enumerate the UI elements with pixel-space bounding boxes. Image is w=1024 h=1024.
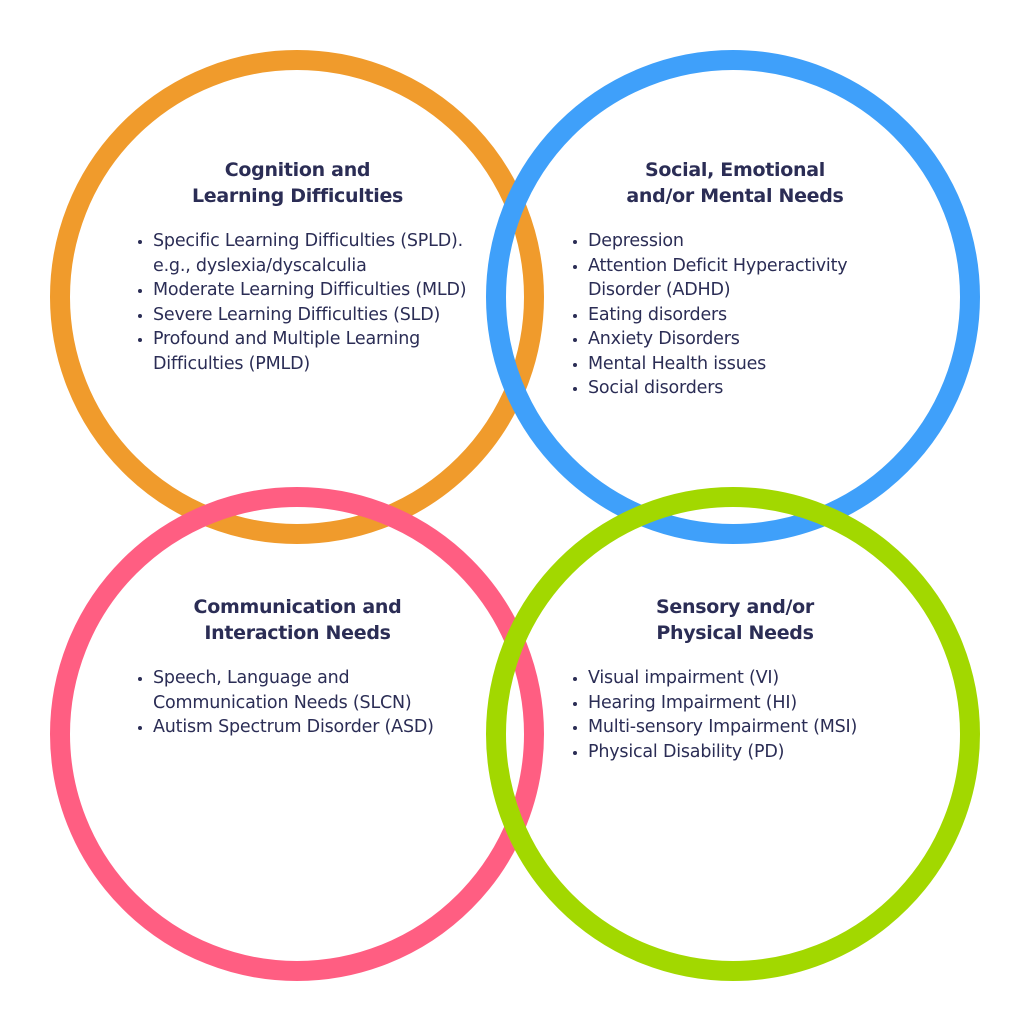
semh-section: Social, Emotional and/or Mental Needs De… bbox=[570, 157, 910, 401]
list-item: Physical Disability (PD) bbox=[588, 740, 915, 765]
list-item: Autism Spectrum Disorder (ASD) bbox=[153, 715, 475, 740]
sensory-section: Sensory and/or Physical Needs Visual imp… bbox=[570, 594, 915, 764]
green-circle bbox=[486, 487, 980, 981]
item-list: Visual impairment (VI) Hearing Impairmen… bbox=[570, 666, 915, 764]
item-list: Specific Learning Difficulties (SPLD). e… bbox=[135, 229, 475, 376]
list-item: Profound and Multiple Learning Difficult… bbox=[153, 327, 475, 376]
list-item: Visual impairment (VI) bbox=[588, 666, 915, 691]
title-line: Social, Emotional bbox=[645, 159, 825, 181]
title-line: and/or Mental Needs bbox=[626, 185, 844, 207]
list-item: Anxiety Disorders bbox=[588, 327, 910, 352]
list-item: Mental Health issues bbox=[588, 352, 910, 377]
section-title: Sensory and/or Physical Needs bbox=[570, 594, 900, 646]
list-item: Speech, Language and Communication Needs… bbox=[153, 666, 475, 715]
pink-circle bbox=[50, 487, 544, 981]
list-item: Severe Learning Difficulties (SLD) bbox=[153, 303, 475, 328]
list-item: Depression bbox=[588, 229, 910, 254]
list-item: Hearing Impairment (HI) bbox=[588, 691, 915, 716]
title-line: Sensory and/or bbox=[656, 596, 814, 618]
section-title: Social, Emotional and/or Mental Needs bbox=[570, 157, 900, 209]
title-line: Cognition and bbox=[224, 159, 371, 181]
title-line: Interaction Needs bbox=[204, 622, 391, 644]
list-item: Moderate Learning Difficulties (MLD) bbox=[153, 278, 475, 303]
item-list: Speech, Language and Communication Needs… bbox=[135, 666, 475, 740]
cognition-section: Cognition and Learning Difficulties Spec… bbox=[135, 157, 475, 376]
title-line: Communication and bbox=[193, 596, 402, 618]
section-title: Communication and Interaction Needs bbox=[135, 594, 460, 646]
item-list: Depression Attention Deficit Hyperactivi… bbox=[570, 229, 910, 401]
section-title: Cognition and Learning Difficulties bbox=[135, 157, 460, 209]
list-item: Specific Learning Difficulties (SPLD). e… bbox=[153, 229, 475, 278]
communication-section: Communication and Interaction Needs Spee… bbox=[135, 594, 475, 740]
title-line: Learning Difficulties bbox=[191, 185, 404, 207]
blue-circle bbox=[486, 50, 980, 544]
list-item: Social disorders bbox=[588, 376, 910, 401]
orange-circle bbox=[50, 50, 544, 544]
title-line: Physical Needs bbox=[656, 622, 814, 644]
list-item: Attention Deficit Hyperactivity Disorder… bbox=[588, 254, 910, 303]
list-item: Multi-sensory Impairment (MSI) bbox=[588, 715, 915, 740]
list-item: Eating disorders bbox=[588, 303, 910, 328]
